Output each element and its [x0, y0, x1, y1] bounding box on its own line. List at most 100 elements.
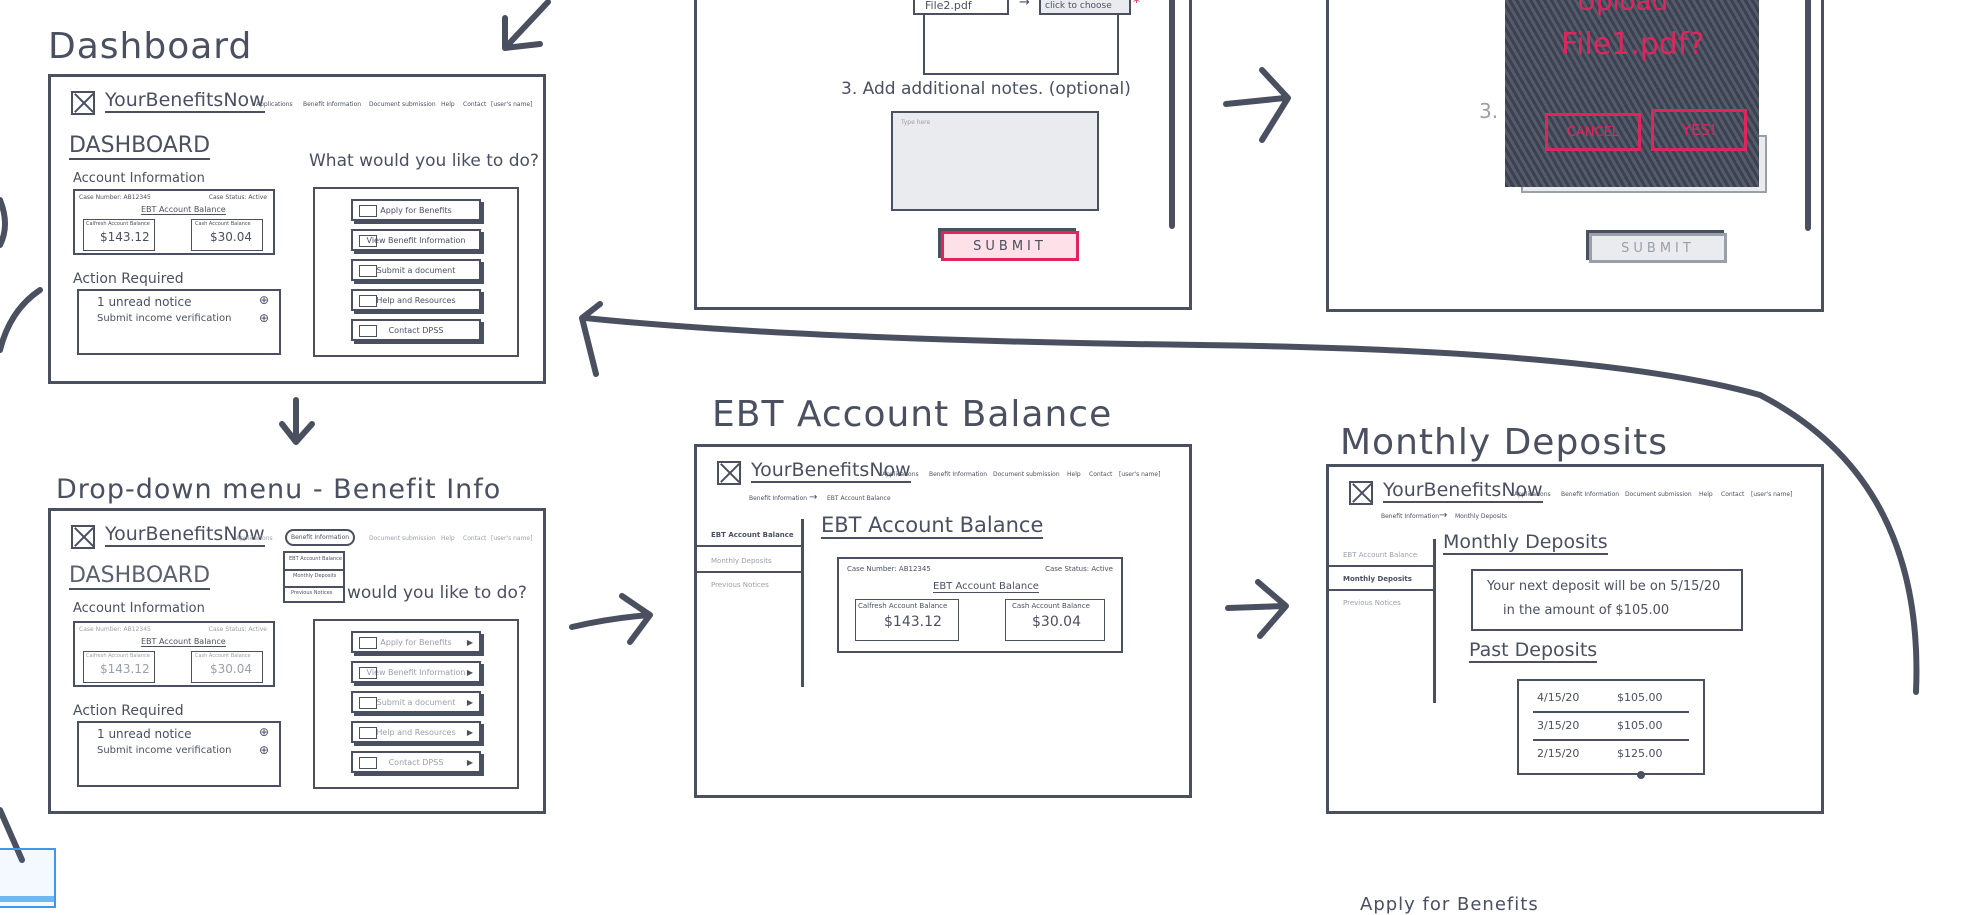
side-item-ebt[interactable]: EBT Account Balance — [711, 531, 794, 539]
side-item-ebt[interactable]: EBT Account Balance — [1343, 551, 1418, 559]
past-deposits-table: 4/15/20 $105.00 3/15/20 $105.00 2/15/20 … — [1517, 679, 1705, 775]
dropdown-item-ebt[interactable]: EBT Account Balance — [289, 556, 342, 562]
submit-document-button[interactable]: Submit a document — [351, 259, 481, 281]
case-status: Case Status: Active — [208, 194, 267, 201]
side-item-monthly[interactable]: Monthly Deposits — [1343, 575, 1412, 583]
image-icon — [359, 235, 377, 247]
cancel-button[interactable]: CANCEL — [1545, 113, 1641, 151]
nav-help[interactable]: Help — [441, 101, 455, 108]
side-item-notices[interactable]: Previous Notices — [711, 581, 769, 589]
submit-button[interactable]: SUBMIT — [941, 231, 1079, 261]
past-deposits-heading: Past Deposits — [1469, 639, 1598, 663]
nav-benefit-information[interactable]: Benefit Information — [303, 101, 362, 108]
case-number: Case Number: AB12345 — [79, 194, 151, 201]
deposit-date: 4/15/20 — [1537, 691, 1580, 704]
nav-contact[interactable]: Contact — [463, 101, 487, 108]
nav-contact[interactable]: Contact — [1089, 471, 1113, 478]
nav-contact[interactable]: Contact — [1721, 491, 1745, 498]
ebt-balance-label: EBT Account Balance — [141, 205, 226, 215]
nav-user-name[interactable]: [user's name] — [1119, 471, 1161, 478]
unread-notice[interactable]: 1 unread notice — [97, 727, 192, 741]
deposit-amount: $125.00 — [1617, 747, 1663, 760]
contact-dpss-button[interactable]: Contact DPSS — [351, 319, 481, 341]
frame-confirm-upload: 3. Upload File1.pdf? CANCEL YES! SUBMIT — [1326, 0, 1824, 312]
cash-label: Cash Account Balance — [195, 221, 251, 227]
go-arrow-icon[interactable]: ⊕ — [259, 725, 270, 739]
nav-user-name[interactable]: [user's name] — [491, 101, 533, 108]
file-chip[interactable]: File2.pdf — [913, 0, 1009, 15]
nav-benefit-information[interactable]: Benefit Information — [1561, 491, 1620, 498]
nav-applications[interactable]: Applications — [1514, 491, 1551, 498]
breadcrumb-arrow-icon: → — [809, 492, 818, 503]
apply-benefits-button[interactable]: Apply for Benefits — [351, 199, 481, 221]
nav-document-submission[interactable]: Document submission — [369, 535, 436, 542]
scrollbar[interactable] — [1805, 0, 1811, 231]
nav-benefit-information-open[interactable]: Benefit Information — [285, 529, 356, 546]
calfresh-value: $143.12 — [100, 662, 150, 676]
help-resources-button[interactable]: Help and Resources — [351, 289, 481, 311]
cash-label: Cash Account Balance — [1012, 602, 1090, 610]
go-arrow-icon[interactable]: ⊕ — [259, 743, 270, 757]
account-info-box: Case Number: AB12345 Case Status: Active… — [73, 189, 275, 255]
calfresh-box: Calfresh Account Balance $143.12 — [83, 219, 155, 251]
nav-user-name[interactable]: [user's name] — [1751, 491, 1793, 498]
dropdown-item-monthly[interactable]: Monthly Deposits — [293, 573, 337, 579]
nav-document-submission[interactable]: Document submission — [1625, 491, 1692, 498]
nav-applications[interactable]: Applications — [256, 101, 293, 108]
go-arrow-icon[interactable]: ⊕ — [259, 311, 270, 325]
file-name: File2.pdf — [925, 0, 972, 12]
brand-name[interactable]: YourBenefitsNow — [105, 523, 265, 547]
nav-help[interactable]: Help — [1067, 471, 1081, 478]
nav-benefit-information[interactable]: Benefit Information — [929, 471, 988, 478]
income-verification[interactable]: Submit income verification — [97, 745, 232, 756]
page-heading: DASHBOARD — [69, 563, 211, 590]
choose-file-dropdown[interactable]: click to choose — [1039, 0, 1131, 15]
scrollbar[interactable] — [1169, 0, 1175, 229]
nav-help[interactable]: Help — [1699, 491, 1713, 498]
brand-name[interactable]: YourBenefitsNow — [751, 459, 911, 483]
account-info-heading: Account Information — [73, 601, 205, 616]
arrow-dashboard-to-dropdown — [279, 397, 315, 445]
yes-button[interactable]: YES! — [1651, 109, 1747, 151]
brand-name[interactable]: YourBenefitsNow — [105, 89, 265, 113]
dropdown-item-notices[interactable]: Previous Notices — [291, 590, 333, 596]
side-item-notices[interactable]: Previous Notices — [1343, 599, 1401, 607]
income-verification[interactable]: Submit income verification — [97, 313, 232, 324]
nav-user-name[interactable]: [user's name] — [491, 535, 533, 542]
nav-applications[interactable]: Applications — [882, 471, 919, 478]
next-deposit-box: Your next deposit will be on 5/15/20 in … — [1471, 569, 1743, 631]
brand-name[interactable]: YourBenefitsNow — [1383, 479, 1543, 503]
help-resources-button[interactable]: Help and Resources▶ — [351, 721, 481, 743]
notes-placeholder: Type here — [901, 119, 931, 126]
unread-notice[interactable]: 1 unread notice — [97, 295, 192, 309]
nav-bar: YourBenefitsNow Applications Benefit Inf… — [1349, 477, 1811, 507]
apply-benefits-button[interactable]: Apply for Benefits▶ — [351, 631, 481, 653]
frame-monthly-deposits: YourBenefitsNow Applications Benefit Inf… — [1326, 464, 1824, 814]
step3-label: 3. — [1479, 99, 1499, 123]
frame-title-apply: Apply for Benefits — [1360, 894, 1539, 915]
side-item-monthly[interactable]: Monthly Deposits — [711, 557, 772, 565]
contact-dpss-button[interactable]: Contact DPSS▶ — [351, 751, 481, 773]
image-icon — [359, 637, 377, 649]
image-icon — [359, 727, 377, 739]
go-arrow-icon[interactable]: ⊕ — [259, 293, 270, 307]
image-icon — [359, 697, 377, 709]
cash-box: Cash Account Balance $30.04 — [1005, 599, 1105, 641]
step3-label: 3. Add additional notes. (optional) — [841, 79, 1131, 99]
notes-textarea[interactable]: Type here — [891, 111, 1099, 211]
nav-document-submission[interactable]: Document submission — [993, 471, 1060, 478]
view-benefit-button[interactable]: View Benefit Information — [351, 229, 481, 251]
nav-document-submission[interactable]: Document submission — [369, 101, 436, 108]
nav-applications[interactable]: Applications — [236, 535, 273, 542]
breadcrumb-benefit-info[interactable]: Benefit Information — [749, 495, 808, 502]
arrow-ebt-to-deposits — [1225, 579, 1289, 639]
breadcrumb-benefit-info[interactable]: Benefit Information — [1381, 513, 1440, 520]
confirm-question-2: File1.pdf? — [1561, 27, 1705, 62]
nav-help[interactable]: Help — [441, 535, 455, 542]
nav-contact[interactable]: Contact — [463, 535, 487, 542]
play-icon: ▶ — [466, 697, 473, 707]
case-number: Case Number: AB12345 — [79, 626, 151, 633]
image-icon — [359, 265, 377, 277]
submit-document-button[interactable]: Submit a document▶ — [351, 691, 481, 713]
view-benefit-button[interactable]: View Benefit Information▶ — [351, 661, 481, 683]
